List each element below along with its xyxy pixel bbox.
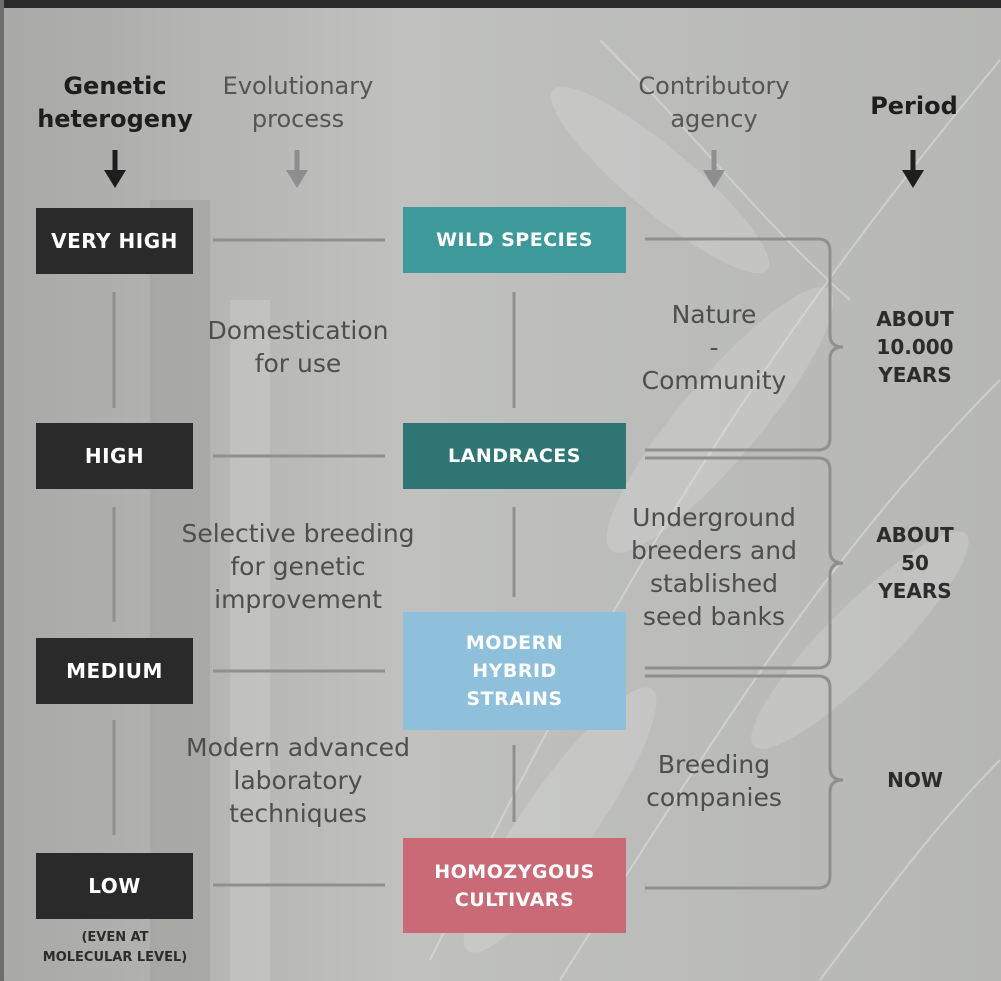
level-medium: MEDIUM xyxy=(36,638,193,704)
stage-homozygous-cultivars: HOMOZYGOUS CULTIVARS xyxy=(403,838,626,933)
agency-breeding-companies: Breeding companies xyxy=(646,750,782,812)
level-low-note: (EVEN AT MOLECULAR LEVEL) xyxy=(42,930,188,965)
arrow-icons xyxy=(104,150,924,188)
header-genetic-heterogeny: Genetic heterogeny xyxy=(37,72,193,133)
agency-underground-breeders: Underground breeders and stablished seed… xyxy=(631,503,797,631)
process-domestication: Domestication for use xyxy=(207,316,389,378)
stage-modern-hybrid-strains: MODERN HYBRID STRAINS xyxy=(403,612,626,730)
process-lab-techniques: Modern advanced laboratory techniques xyxy=(186,733,410,828)
agency-nature-community: Nature - Community xyxy=(641,300,787,395)
header-contributory-agency: Contributory agency xyxy=(638,72,790,133)
period-now: NOW xyxy=(887,768,943,792)
level-low: LOW xyxy=(36,853,193,919)
header-evolutionary-process: Evolutionary process xyxy=(222,72,374,133)
level-high: HIGH xyxy=(36,423,193,489)
stage-wild-species: WILD SPECIES xyxy=(403,207,626,273)
period-about-50-years: ABOUT 50 YEARS xyxy=(876,523,954,603)
stage-landraces: LANDRACES xyxy=(403,423,626,489)
period-about-10000-years: ABOUT 10.000 YEARS xyxy=(876,307,954,387)
header-period: Period xyxy=(870,92,958,120)
process-selective-breeding: Selective breeding for genetic improveme… xyxy=(181,519,415,614)
level-very-high: VERY HIGH xyxy=(36,208,193,274)
